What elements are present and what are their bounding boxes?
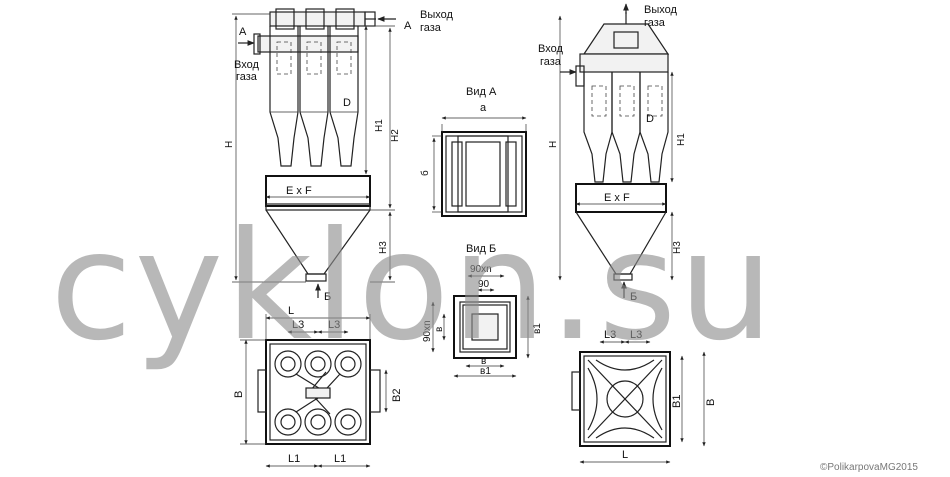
view-b-title: Вид Б	[466, 243, 496, 255]
dim-b-view-a: б	[419, 170, 431, 176]
view-a-title: Вид А	[466, 86, 497, 98]
right-gas-inlet-label-2: газа	[540, 56, 562, 68]
dim-d-left: D	[343, 97, 351, 109]
left-elevation	[232, 8, 396, 298]
left-plan-view	[240, 314, 388, 468]
dim-v1-side: в1	[532, 323, 543, 334]
dim-h1-left: Н1	[374, 119, 385, 132]
dim-v-small: в	[434, 327, 445, 332]
watermark-text: cyklon.su	[50, 200, 776, 374]
copyright-text: ©PolikarpovaMG2015	[820, 462, 918, 473]
dim-h2-left: Н2	[390, 129, 401, 142]
dim-l1-a: L1	[288, 453, 300, 465]
dim-v1-bottom: в1	[480, 366, 491, 377]
left-plan-cyclones	[274, 350, 362, 436]
arrow-a2-label: А	[404, 20, 412, 32]
dim-l3-d: L3	[630, 329, 642, 341]
right-cyclones	[583, 72, 669, 183]
dim-h-left: Н	[224, 141, 235, 148]
left-gas-outlet-label-2: газа	[420, 22, 442, 34]
right-gas-outlet-label: Выход	[644, 4, 677, 16]
dim-l-bottom: L	[622, 449, 628, 461]
left-gas-outlet-label: Выход	[420, 9, 453, 21]
dim-90xn-top: 90хn	[470, 264, 492, 275]
right-arrow-b-label: Б	[630, 291, 637, 303]
dim-b-left: В	[233, 391, 245, 398]
dim-exf-right: Е х F	[604, 192, 630, 204]
right-plan-view	[571, 340, 706, 464]
right-gas-outlet-label-2: газа	[644, 17, 666, 29]
left-arrow-b-label: Б	[324, 291, 331, 303]
view-b-drawing	[431, 274, 530, 378]
dim-h3-left: Н3	[378, 241, 389, 254]
right-elevation	[558, 3, 674, 298]
left-gas-inlet-label-2: газа	[236, 71, 258, 83]
dim-l3-a: L3	[292, 319, 304, 331]
left-gas-inlet-label: Вход	[234, 59, 259, 71]
dim-90xn-side: 90хn	[422, 320, 433, 342]
arrow-a1-label: А	[239, 26, 247, 38]
dim-a: а	[480, 102, 487, 114]
dim-b2: В2	[391, 389, 403, 402]
dim-h3-right: Н3	[672, 241, 683, 254]
dim-b1: В1	[671, 395, 683, 408]
dim-exf-left: Е х F	[286, 185, 312, 197]
dim-90: 90	[478, 279, 490, 290]
dim-l3-c: L3	[604, 329, 616, 341]
view-a-drawing	[432, 116, 527, 217]
dim-b-right: В	[705, 399, 717, 406]
dim-h-right: Н	[548, 141, 559, 148]
dim-l1-b: L1	[334, 453, 346, 465]
dim-d-right: D	[646, 113, 654, 125]
dim-h1-right: Н1	[676, 133, 687, 146]
right-gas-inlet-label: Вход	[538, 43, 563, 55]
left-cyclones	[269, 26, 359, 167]
dim-l-top: L	[288, 305, 294, 317]
dim-l3-b: L3	[328, 319, 340, 331]
dim-v-bottom: в	[481, 356, 486, 367]
